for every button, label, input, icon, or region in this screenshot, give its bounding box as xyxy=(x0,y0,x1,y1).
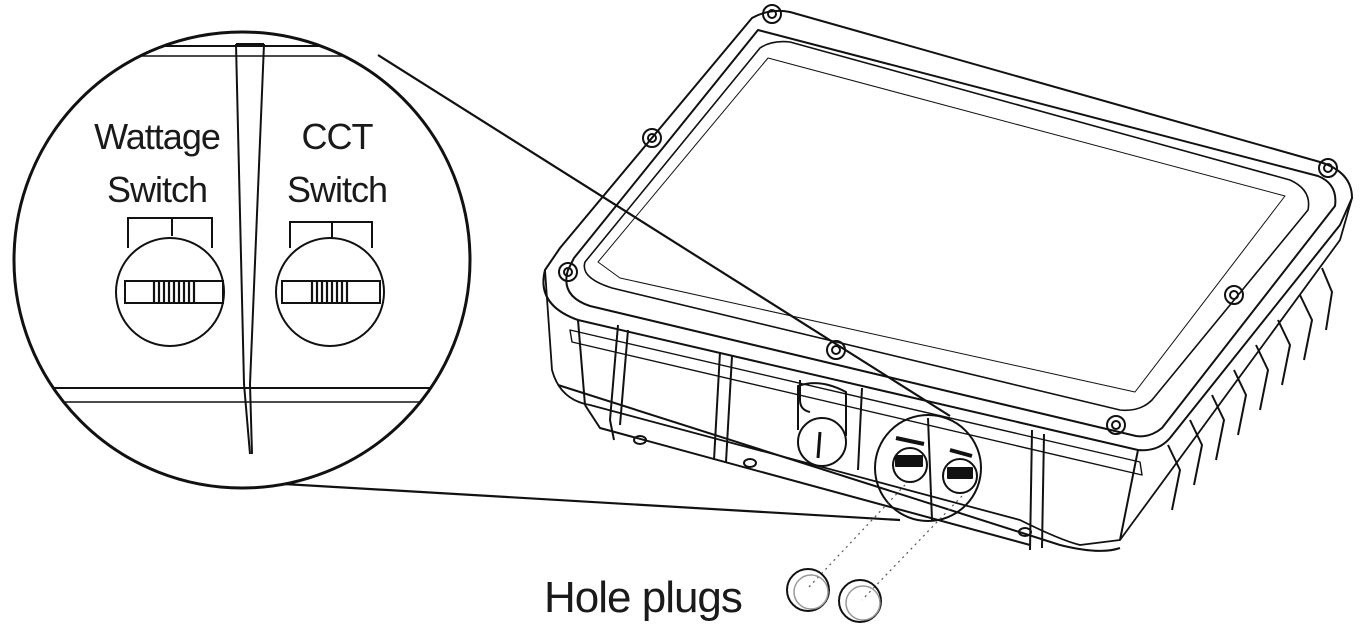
magnified-callout: Wattage Switch CCT Switch xyxy=(12,30,472,490)
wattage-label-line2: Switch xyxy=(107,169,207,210)
cct-label-line2: Switch xyxy=(287,169,387,210)
switch-access-holes xyxy=(874,414,982,522)
hole-plug-icon xyxy=(786,568,830,612)
housing-screws xyxy=(558,4,1338,435)
cct-switch xyxy=(275,221,385,347)
cct-label-line1: CCT xyxy=(302,116,374,157)
fixture-housing xyxy=(542,4,1353,552)
hole-plugs xyxy=(786,568,882,623)
wattage-switch xyxy=(115,217,225,347)
callout-leader-lines xyxy=(249,54,951,522)
hole-plugs-label: Hole plugs xyxy=(544,573,742,622)
cable-gland xyxy=(797,382,847,467)
hole-plug-icon xyxy=(838,579,882,623)
wattage-label-line1: Wattage xyxy=(94,116,220,157)
hole-plug-guide-lines xyxy=(807,484,963,601)
